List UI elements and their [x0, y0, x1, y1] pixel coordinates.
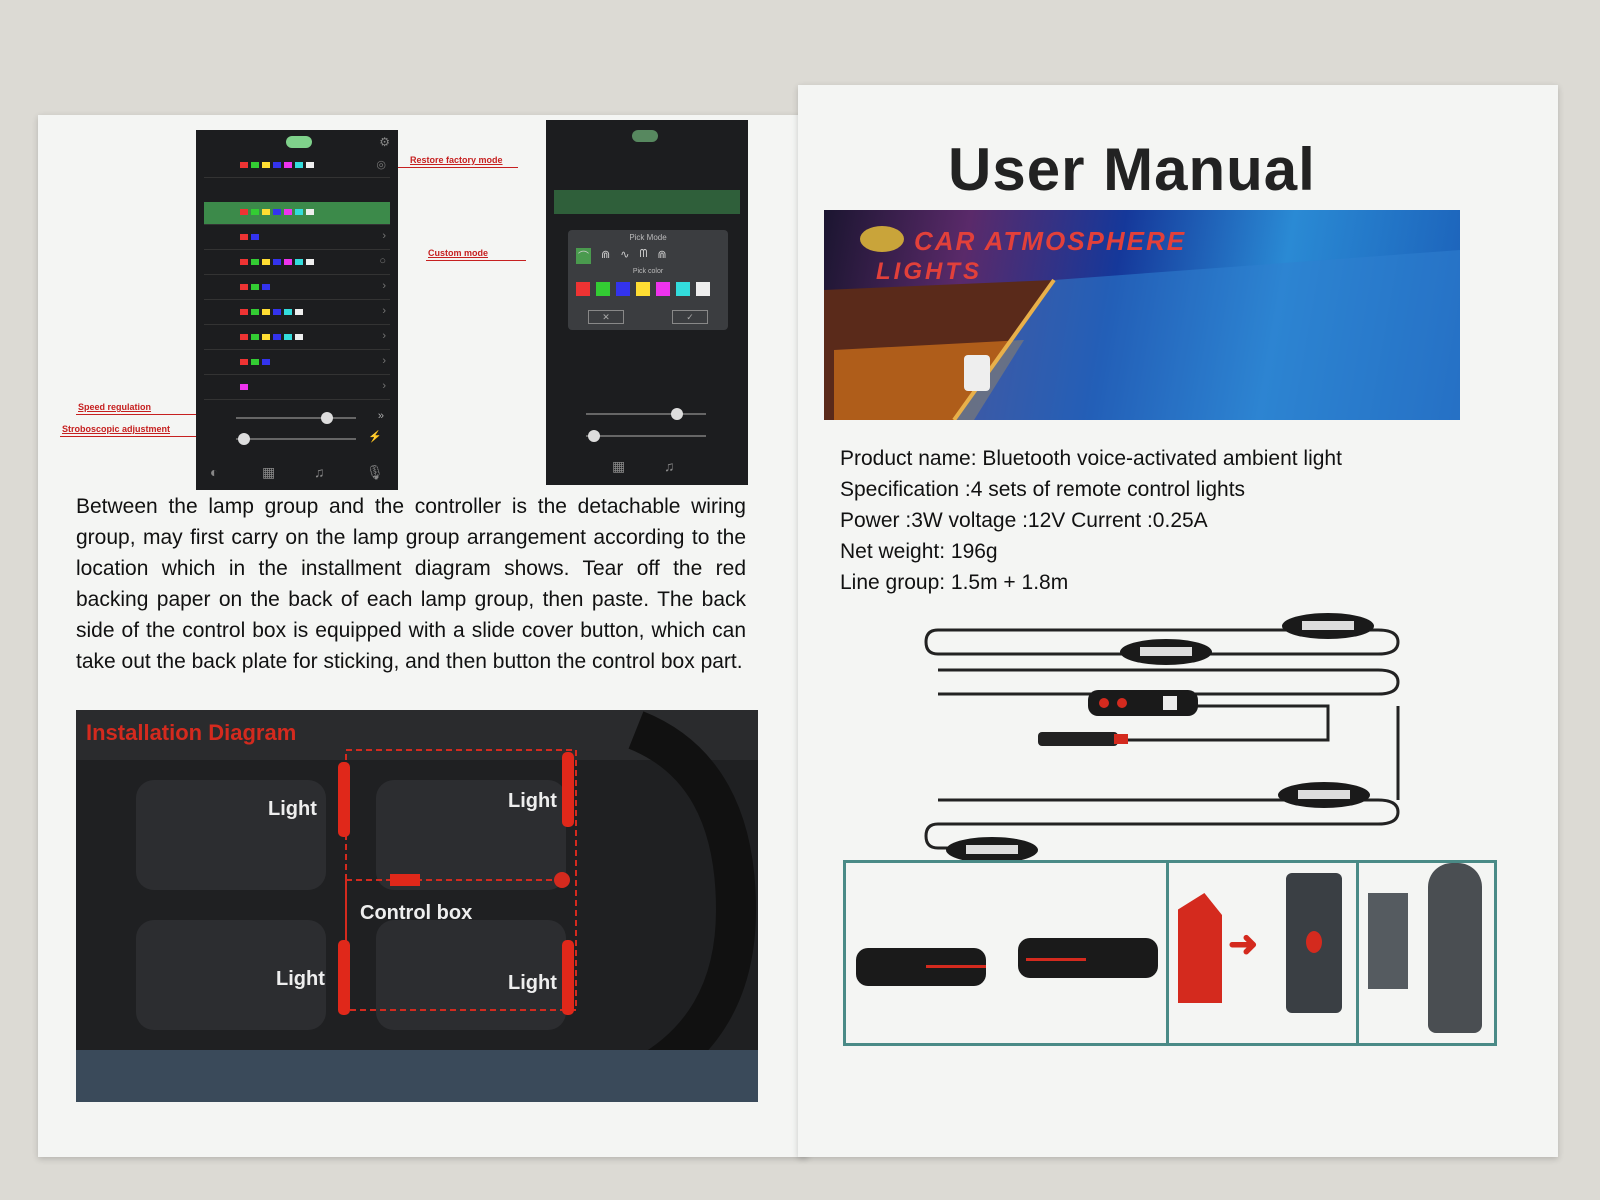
spec-list: Product name: Bluetooth voice-activated … — [840, 443, 1342, 598]
annotation-line — [76, 414, 196, 415]
light-strip — [562, 752, 574, 827]
light-strip — [338, 762, 350, 837]
step-connect — [846, 863, 1169, 1043]
light-label: Light — [508, 972, 557, 994]
spec-net-weight: Net weight: 196g — [840, 540, 998, 563]
back-plate-image — [1368, 893, 1408, 989]
banner-graphic — [824, 250, 1460, 420]
installation-diagram: Installation Diagram Light Light Light L… — [76, 710, 758, 1102]
mode-row-selected — [554, 190, 740, 214]
app-screenshot-custom: Pick Mode ⌒⋒∿ᗰ⋒ Pick color ✕ ✓ ▦ ♫ — [546, 120, 748, 485]
color-wheel-icon: ◐ — [210, 464, 219, 480]
annotation-line — [398, 167, 518, 168]
music-icon: ♫ — [314, 464, 325, 480]
cancel-icon: ✕ — [588, 310, 624, 324]
mode-row — [204, 180, 390, 203]
annotation-speed: Speed regulation — [78, 402, 152, 412]
spec-product-name: Product name: Bluetooth voice-activated … — [840, 447, 1342, 470]
backing-paper-image — [1178, 893, 1222, 1003]
arrow-right-icon: ➜ — [1228, 923, 1259, 964]
product-banner: CAR ATMOSPHERE LIGHTS — [824, 210, 1460, 420]
light-strip — [338, 940, 350, 1015]
installation-steps: ➜ — [843, 860, 1497, 1046]
mode-row: › — [204, 277, 390, 300]
toggle-icon — [286, 136, 312, 148]
annotation-custom-mode: Custom mode — [428, 248, 489, 258]
manual-title: User Manual — [948, 136, 1316, 203]
annotation-strobe: Stroboscopic adjustment — [62, 424, 171, 434]
banner-title-line1: CAR ATMOSPHERE — [914, 226, 1187, 256]
spec-specification: Specification :4 sets of remote control … — [840, 478, 1246, 501]
plug-icon — [554, 872, 570, 888]
annotation-line — [60, 436, 196, 437]
installation-title: Installation Diagram — [86, 720, 297, 745]
mode-icons: ⌒⋒∿ᗰ⋒ — [576, 248, 667, 264]
step-mount — [1358, 863, 1494, 1043]
arrow-left-icon — [1026, 958, 1086, 961]
spec-power: Power :3W voltage :12V Current :0.25A — [840, 509, 1208, 532]
app-screenshot-main: ⚙ ◎ › ○ › › › › › » ⚡ ◐ ▦ ♫ 🎙 — [196, 130, 398, 490]
annotation-line — [426, 260, 526, 261]
light-strip — [562, 940, 574, 1015]
banner-title-line2: LIGHTS — [876, 258, 982, 285]
speed-slider — [236, 412, 356, 424]
mode-row: › — [204, 302, 390, 325]
toggle-icon — [632, 130, 658, 142]
light-label: Light — [268, 798, 317, 820]
light-label: Light — [276, 968, 325, 990]
strobe-slider — [236, 433, 356, 445]
step-peel: ➜ — [1168, 863, 1359, 1043]
mode-row: › — [204, 227, 390, 250]
speed-slider — [586, 408, 706, 420]
microphone-icon: 🎙 — [366, 464, 384, 480]
left-page: ⚙ ◎ › ○ › › › › › » ⚡ ◐ ▦ ♫ 🎙 Restore fa… — [38, 115, 808, 1157]
mode-row: › — [204, 377, 390, 400]
gear-icon: ⚙ — [379, 135, 390, 149]
grid-icon: ▦ — [262, 464, 276, 480]
control-box-side-image — [1428, 863, 1482, 1033]
remote-control-image — [964, 355, 990, 391]
pick-mode-label: Pick Mode — [629, 233, 667, 242]
control-box-label: Control box — [360, 902, 473, 924]
wiring-diagram — [924, 613, 1400, 863]
fast-forward-icon: » — [377, 410, 384, 422]
control-box-back-image — [1286, 873, 1342, 1013]
arrow-right-icon — [926, 965, 986, 968]
mode-row: › — [204, 327, 390, 350]
confirm-icon: ✓ — [672, 310, 708, 324]
instruction-paragraph: Between the lamp group and the controlle… — [76, 495, 746, 673]
refresh-icon: ◎ — [376, 159, 386, 171]
light-label: Light — [508, 790, 557, 812]
pick-color-label: Pick color — [632, 268, 664, 275]
car-topview — [76, 711, 758, 1102]
custom-mode-popup: Pick Mode ⌒⋒∿ᗰ⋒ Pick color ✕ ✓ — [568, 230, 728, 330]
lightning-icon: ⚡ — [368, 431, 382, 443]
color-swatches — [576, 282, 710, 296]
annotation-restore-factory: Restore factory mode — [410, 155, 503, 165]
mode-row-selected — [204, 202, 390, 225]
mode-row: › — [204, 352, 390, 375]
right-page: User Manual CAR ATMOSPHERE LIGHTS Produc… — [798, 85, 1558, 1157]
mode-row: ◎ — [204, 155, 390, 178]
grid-icon: ▦ — [612, 458, 626, 474]
logo-icon — [860, 226, 904, 252]
strobe-slider — [586, 430, 706, 442]
music-icon: ♫ — [664, 458, 675, 474]
mode-row: ○ — [204, 252, 390, 275]
car-charger-plug — [1038, 732, 1118, 746]
spec-line-group: Line group: 1.5m + 1.8m — [840, 571, 1069, 594]
